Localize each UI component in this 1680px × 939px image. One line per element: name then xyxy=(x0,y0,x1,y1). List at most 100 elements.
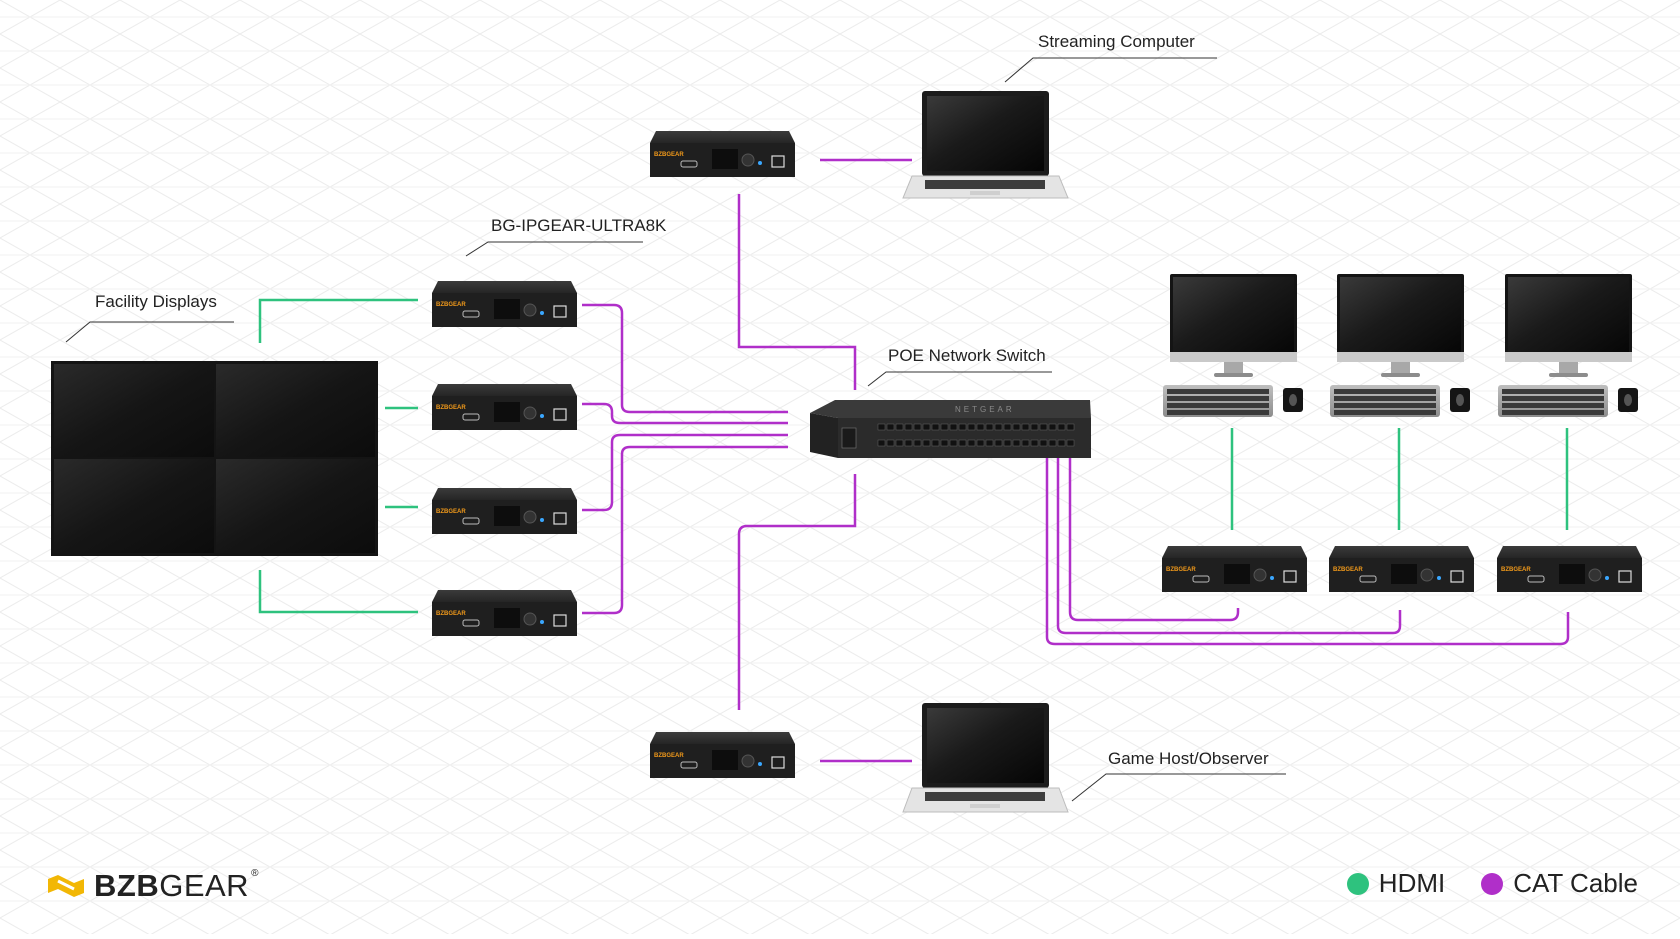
status-led-icon xyxy=(758,762,762,766)
laptop-screen xyxy=(927,708,1044,783)
device-top xyxy=(1497,546,1642,558)
status-led-icon xyxy=(540,518,544,522)
ethernet-port-icon xyxy=(1450,570,1464,583)
display-panel-4 xyxy=(216,459,375,553)
status-led-icon xyxy=(540,620,544,624)
ethernet-port-icon xyxy=(553,305,567,318)
ethernet-port-icon xyxy=(771,756,785,769)
device-display-icon xyxy=(494,299,520,319)
device-badge: BZBGEAR xyxy=(654,152,684,158)
device-badge: BZBGEAR xyxy=(1501,567,1531,573)
sfp-port-icon xyxy=(877,439,886,447)
cat-line-encoder-2 xyxy=(582,402,788,425)
leader-streaming xyxy=(1004,57,1217,83)
sfp-port-icon xyxy=(1057,439,1066,447)
switch-side xyxy=(810,413,838,458)
cat-line-encoder-4 xyxy=(582,445,788,615)
ethernet-port-icon xyxy=(553,614,567,627)
keyboard-row xyxy=(1167,396,1269,401)
keyboard-row xyxy=(1167,410,1269,415)
sfp-port-icon xyxy=(1039,439,1048,447)
legend-hdmi: HDMI xyxy=(1346,868,1446,899)
mouse-icon xyxy=(1289,394,1297,406)
device-knob-icon xyxy=(1420,568,1434,582)
cat-dot-icon xyxy=(1481,872,1504,895)
sfp-port-icon xyxy=(931,439,940,447)
hdmi-dot-icon xyxy=(1346,872,1369,895)
decoder-workstation-3: BZBGEAR xyxy=(1497,546,1642,592)
monitor-foot xyxy=(1381,373,1420,377)
streaming-laptop xyxy=(902,91,1069,199)
device-knob-icon xyxy=(1253,568,1267,582)
decoder-workstation-2: BZBGEAR xyxy=(1329,546,1474,592)
device-knob-icon xyxy=(1588,568,1602,582)
display-panel-3 xyxy=(54,459,214,553)
ethernet-port-icon xyxy=(1283,570,1297,583)
status-led-icon xyxy=(540,414,544,418)
sfp-port-icon xyxy=(1057,423,1066,431)
encoder-display-4: BZBGEAR xyxy=(432,590,577,636)
leader-gamehost xyxy=(1071,773,1286,802)
mouse-icon xyxy=(1624,394,1632,406)
sfp-port-icon xyxy=(931,423,940,431)
monitor-chin xyxy=(1505,352,1632,362)
sfp-port-icon xyxy=(1048,423,1057,431)
keyboard-row xyxy=(1502,396,1604,401)
brand-logo: BZBGEAR® xyxy=(46,868,259,904)
laptop-keyboard xyxy=(925,180,1045,189)
status-led-icon xyxy=(758,161,762,165)
device-top xyxy=(650,131,795,143)
sfp-port-icon xyxy=(1003,423,1012,431)
device-display-icon xyxy=(494,402,520,422)
ethernet-port-icon xyxy=(1618,570,1632,583)
cat-line-encoder-1 xyxy=(582,303,788,414)
device-display-icon xyxy=(1559,564,1585,584)
monitor-chin xyxy=(1170,352,1297,362)
sfp-port-icon xyxy=(949,439,958,447)
label-product: BG-IPGEAR-ULTRA8K xyxy=(491,216,667,235)
laptop-screen xyxy=(927,96,1044,171)
keyboard-row xyxy=(1334,396,1436,401)
encoder-display-1: BZBGEAR xyxy=(432,281,577,327)
cat-line-switch-ws3 xyxy=(1045,458,1570,646)
sfp-port-icon xyxy=(1021,439,1030,447)
sfp-port-icon xyxy=(1066,423,1075,431)
monitor-stand xyxy=(1391,362,1410,374)
device-display-icon xyxy=(1391,564,1417,584)
device-knob-icon xyxy=(523,406,537,420)
monitor-screen xyxy=(1173,277,1294,357)
monitor-chin xyxy=(1337,352,1464,362)
status-led-icon xyxy=(1270,576,1274,580)
keyboard-row xyxy=(1167,389,1269,394)
device-top xyxy=(1329,546,1474,558)
encoder-streaming: BZBGEAR xyxy=(650,131,795,177)
leader-switch xyxy=(867,371,1052,387)
monitor-foot xyxy=(1214,373,1253,377)
device-knob-icon xyxy=(523,612,537,626)
rs232-port-icon xyxy=(680,761,698,769)
rs232-port-icon xyxy=(680,160,698,168)
label-game-host: Game Host/Observer xyxy=(1108,749,1269,768)
monitor-stand xyxy=(1224,362,1243,374)
label-facility-displays: Facility Displays xyxy=(95,292,217,311)
hdmi-lines xyxy=(258,298,1569,614)
sfp-port-icon xyxy=(940,423,949,431)
sfp-port-icon xyxy=(949,423,958,431)
device-display-icon xyxy=(712,750,738,770)
legend-hdmi-label: HDMI xyxy=(1378,868,1446,898)
display-panel-2 xyxy=(216,364,375,457)
cat-line-streaming-to-switch xyxy=(737,194,857,390)
keyboard-row xyxy=(1502,410,1604,415)
device-display-icon xyxy=(712,149,738,169)
sfp-port-icon xyxy=(1030,439,1039,447)
status-led-icon xyxy=(1437,576,1441,580)
device-display-icon xyxy=(1224,564,1250,584)
sfp-port-icon xyxy=(1048,439,1057,447)
sfp-port-icon xyxy=(985,423,994,431)
gamehost-laptop xyxy=(902,703,1069,813)
sfp-port-icon xyxy=(994,439,1003,447)
ethernet-port-icon xyxy=(553,512,567,525)
rs232-port-icon xyxy=(462,619,480,627)
sfp-port-icon xyxy=(877,423,886,431)
sfp-port-icon xyxy=(895,439,904,447)
